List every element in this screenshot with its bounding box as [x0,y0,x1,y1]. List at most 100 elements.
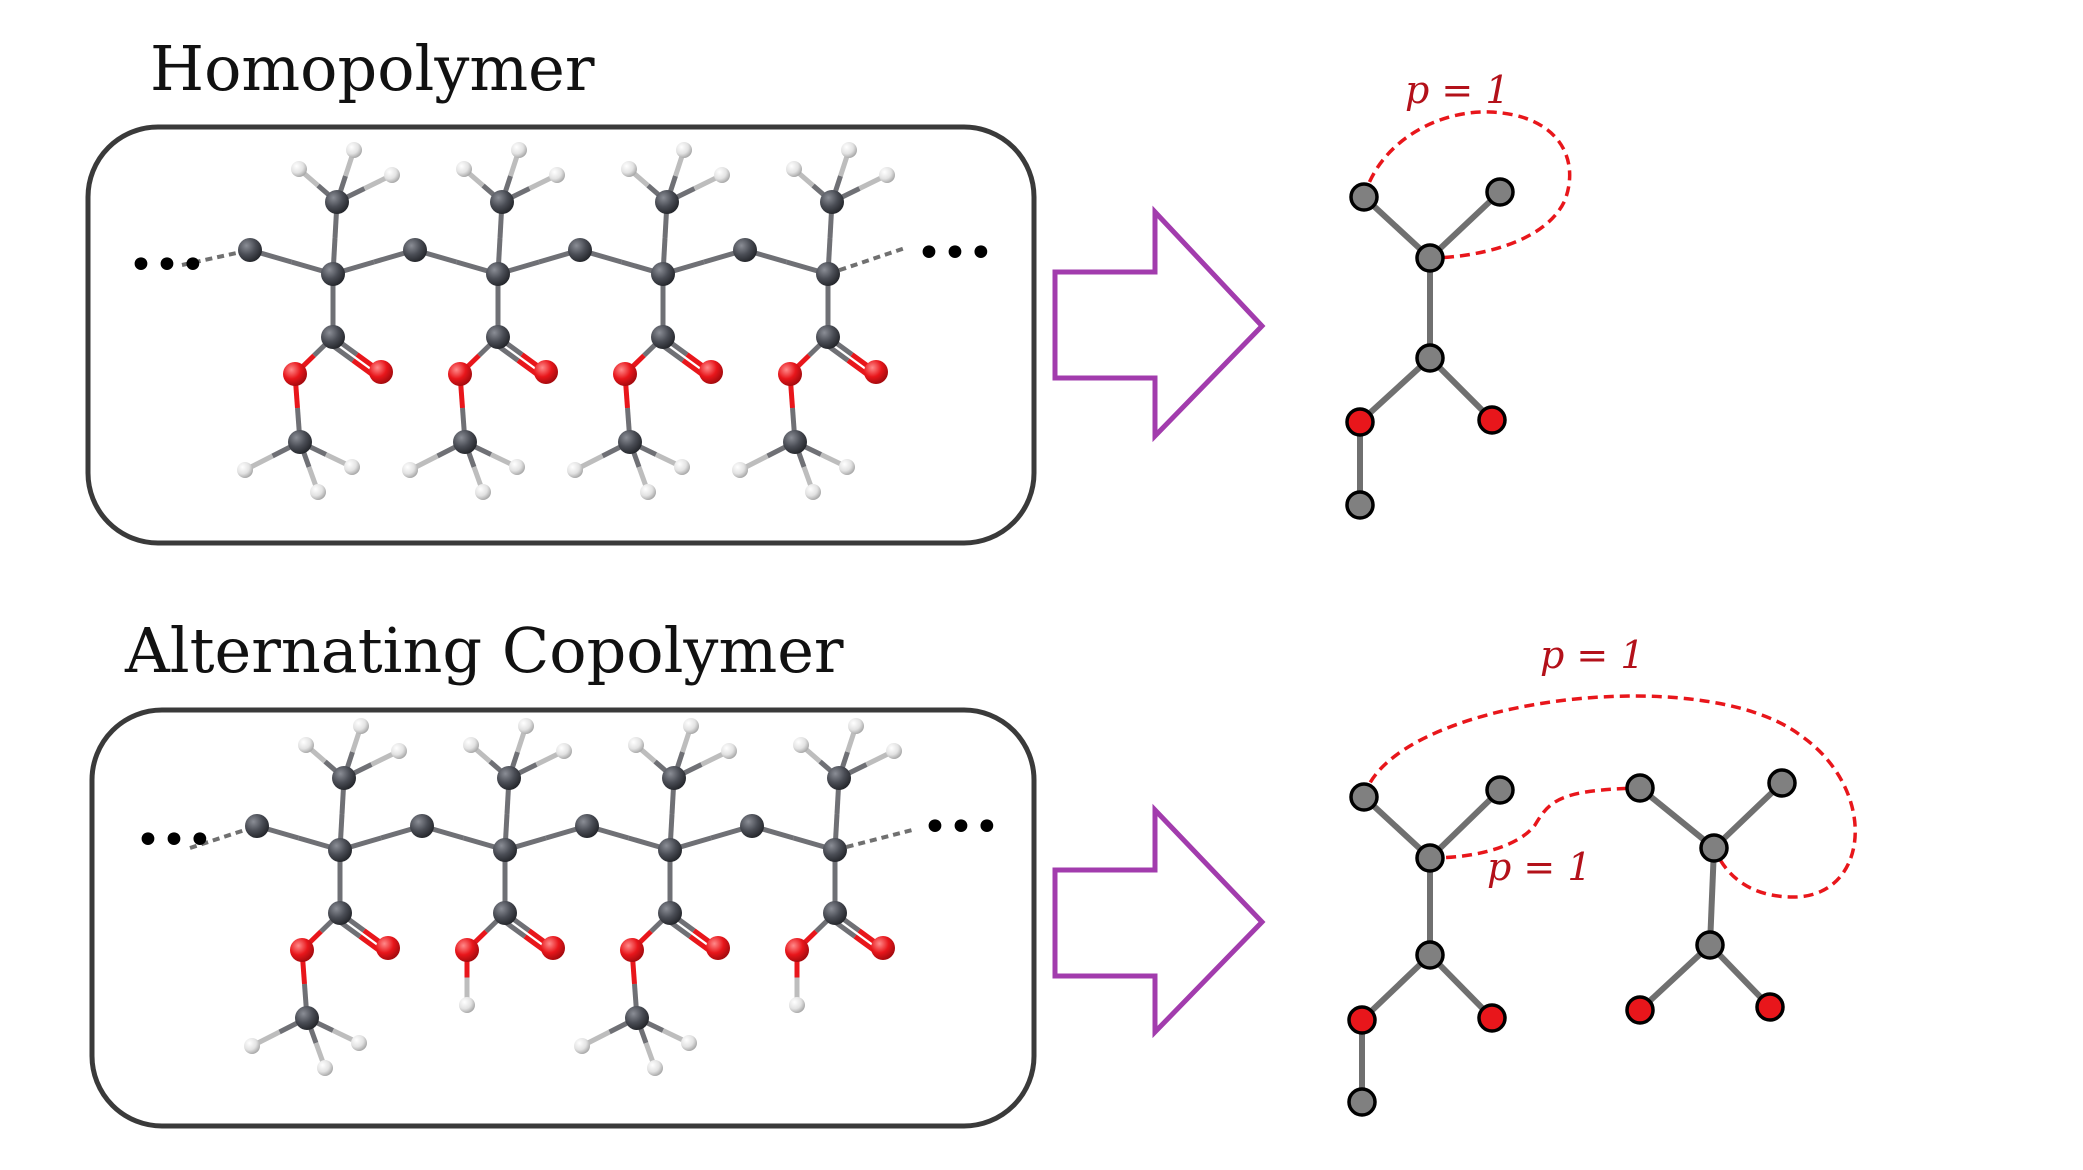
right-ellipsis: ••• [922,802,1000,853]
periodic-edge-outer [1362,694,1857,899]
oxygen-atom [785,938,809,962]
periodic-label-outer: p = 1 [1540,633,1645,677]
periodic-edge [1362,110,1572,260]
oxygen-atom [376,936,400,960]
hydrogen-atom [841,142,857,158]
oxygen-atom [541,936,565,960]
graph-node [1485,177,1515,207]
left-ellipsis: ••• [135,815,213,866]
graph-node [1695,930,1725,960]
carbon-atom [823,901,847,925]
carbon-atom [740,814,764,838]
carbon-atom [618,430,642,454]
hydrogen-atom [518,718,534,734]
oxygen-atom [620,938,644,962]
carbon-atom [497,766,521,790]
carbon-atom [332,766,356,790]
hydrogen-atom [317,1060,333,1076]
graph-oxygen-node [1625,995,1655,1025]
hydrogen-atom [732,462,748,478]
right-ellipsis: ••• [916,228,994,279]
graph-oxygen-node [1477,405,1507,435]
chain-continuation [834,828,913,852]
hydrogen-atom [839,459,855,475]
oxygen-atom [455,938,479,962]
hydrogen-atom [310,484,326,500]
hydrogen-atom [628,737,644,753]
oxygen-atom [699,360,723,384]
graph-node [1415,843,1445,873]
carbon-atom [410,814,434,838]
carbon-atom [321,325,345,349]
hydrogen-atom [647,1060,663,1076]
hydrogen-atom [402,462,418,478]
homopolymer-title: Homopolymer [150,32,595,105]
graph-node [1699,833,1729,863]
carbon-atom [568,238,592,262]
hydrogen-atom [351,1035,367,1051]
hydrogen-atom [805,484,821,500]
oxygen-atom [706,936,730,960]
homopolymer-panel: Homopolymer ••• ••• [85,32,1037,546]
hydrogen-atom [475,484,491,500]
hydrogen-atom [556,743,572,759]
left-ellipsis: ••• [128,240,206,291]
hydrogen-atom [459,997,475,1013]
carbon-atom [493,901,517,925]
hydrogen-atom [384,167,400,183]
carbon-atom [403,238,427,262]
hydrogen-atom [244,1038,260,1054]
carbon-atom [651,262,675,286]
hydrogen-atom [848,718,864,734]
carbon-atom [486,262,510,286]
carbon-atom [783,430,807,454]
carbon-atom [651,325,675,349]
carbon-atom [733,238,757,262]
hydrogen-atom [574,1038,590,1054]
hydrogen-atom [456,161,472,177]
periodic-label-inner: p = 1 [1487,845,1592,889]
hydrogen-atom [567,462,583,478]
graph-node [1767,768,1797,798]
hydrogen-atom [237,462,253,478]
oxygen-atom [283,362,307,386]
carbon-atom [823,838,847,862]
oxygen-atom [871,936,895,960]
oxygen-atom [448,362,472,386]
oxygen-atom [369,360,393,384]
oxygen-atom [534,360,558,384]
graph-node [1349,182,1379,212]
graph-oxygen-node [1347,1005,1377,1035]
hydrogen-atom [714,167,730,183]
hydrogen-atom [886,743,902,759]
copolymer-panel: Alternating Copolymer ••• ••• [89,614,1037,1129]
carbon-atom [820,190,844,214]
oxygen-atom [864,360,888,384]
carbon-atom [328,838,352,862]
graph-node [1625,773,1655,803]
carbon-atom [245,814,269,838]
graph-node [1415,940,1445,970]
oxygen-atom [613,362,637,386]
chain-continuation [827,246,906,276]
hydrogen-atom [676,142,692,158]
carbon-atom [288,430,312,454]
carbon-atom [325,190,349,214]
transform-arrow-icon [1052,205,1266,443]
carbon-atom [575,814,599,838]
oxygen-atom [290,938,314,962]
graph-node [1345,490,1375,520]
hydrogen-atom [621,161,637,177]
carbon-atom [490,190,514,214]
carbon-atom [493,838,517,862]
graph-node [1415,343,1445,373]
graph-node [1485,775,1515,805]
hydrogen-atom [344,459,360,475]
transform-arrow-icon [1052,803,1266,1039]
hydrogen-atom [721,743,737,759]
carbon-atom [328,901,352,925]
carbon-atom [655,190,679,214]
copolymer-graph: p = 1 p = 1 [1347,633,1857,1117]
periodic-edge-inner [1429,786,1641,860]
hydrogen-atom [549,167,565,183]
